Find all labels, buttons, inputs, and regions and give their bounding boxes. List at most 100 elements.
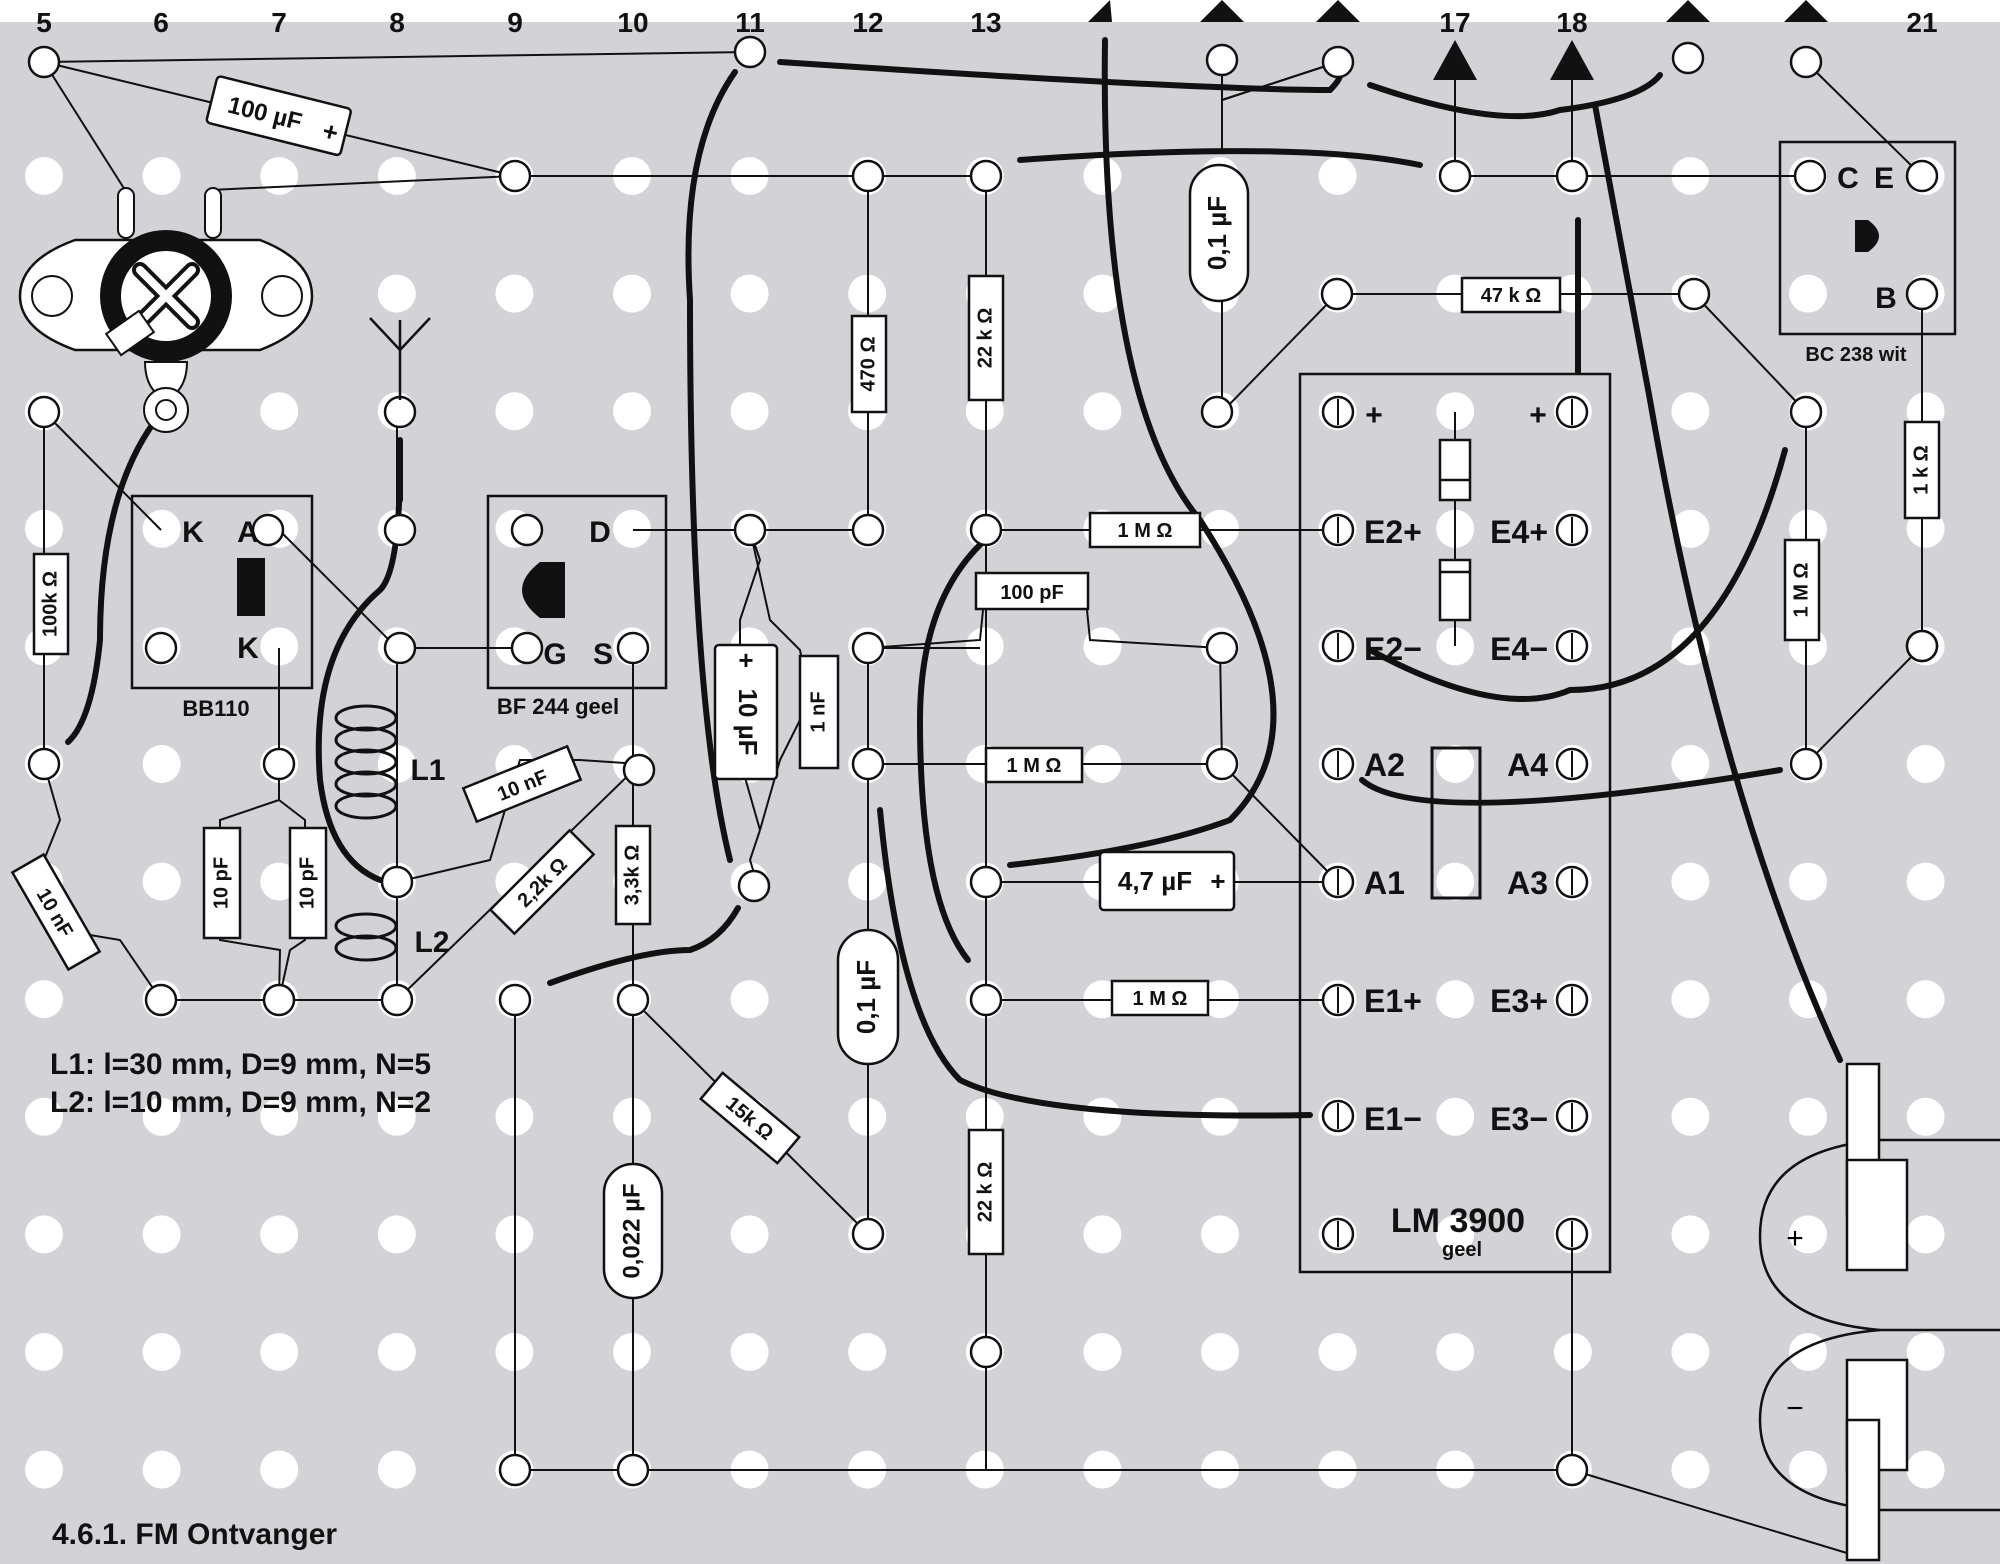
diode-name: BB110: [182, 696, 249, 721]
column-number: 12: [852, 7, 883, 38]
board-hole: [1083, 157, 1122, 195]
board-hole: [495, 274, 534, 313]
board-hole: [613, 274, 651, 313]
terminal-node: [616, 631, 650, 665]
ic-pin-label: E2−: [1364, 631, 1422, 667]
svg-text:0,022 µF: 0,022 µF: [618, 1183, 645, 1278]
coil-note: L2: l=10 mm, D=9 mm, N=2: [50, 1086, 431, 1119]
svg-text:L1: L1: [410, 754, 445, 787]
board-hole: [1906, 1450, 1945, 1489]
board-hole: [1671, 862, 1710, 901]
board-hole: [495, 392, 534, 431]
terminal-node: [851, 159, 885, 193]
svg-text:1 M Ω: 1 M Ω: [1118, 520, 1173, 542]
board-hole: [848, 1333, 887, 1371]
svg-text:1 nF: 1 nF: [807, 691, 829, 732]
ic-pin-label: E2+: [1364, 514, 1422, 550]
svg-text:10 µF: 10 µF: [733, 688, 763, 755]
board-hole: [260, 392, 299, 431]
board-hole: [1671, 1215, 1710, 1254]
board-hole: [730, 274, 769, 313]
column-number: 9: [507, 7, 523, 38]
board-hole: [1671, 1097, 1710, 1136]
svg-text:+: +: [738, 645, 753, 675]
column-numbers: 5 6 7 8 9 10 11 12 13 17 18 21: [36, 7, 1937, 38]
svg-text:1 M Ω: 1 M Ω: [1007, 755, 1062, 777]
svg-text:1 k Ω: 1 k Ω: [1910, 445, 1932, 494]
terminal-node: [383, 513, 417, 547]
resistor-1m-1: 1 M Ω: [1088, 511, 1202, 549]
terminal-node: [969, 983, 1003, 1017]
capacitor-10uf: + 10 µF: [713, 643, 779, 781]
board-hole: [1906, 745, 1945, 783]
svg-text:C: C: [1837, 162, 1859, 195]
ic-pin-label: E3+: [1490, 983, 1548, 1019]
arrow-icon: [1784, 0, 1828, 22]
coil-l2: L2: [334, 912, 450, 962]
board-hole: [142, 157, 181, 195]
terminal-node: [737, 869, 771, 903]
board-hole: [25, 1333, 63, 1371]
svg-text:3,3k Ω: 3,3k Ω: [621, 845, 643, 906]
terminal-node: [969, 159, 1003, 193]
resistor-1m-2: 1 M Ω: [984, 746, 1084, 784]
capacitor-0022uf: 0,022 µF: [602, 1162, 664, 1300]
board-hole: [1906, 980, 1945, 1019]
board-hole: [142, 862, 181, 901]
board-hole: [1083, 392, 1122, 431]
board-hole: [1789, 1215, 1827, 1254]
capacitor-10pf-1: 10 pF: [202, 826, 242, 940]
board-hole: [142, 509, 181, 548]
board-hole: [260, 1333, 299, 1371]
svg-text:22 k Ω: 22 k Ω: [974, 1162, 996, 1223]
svg-text:K: K: [237, 632, 259, 665]
arrow-icon: [1666, 0, 1710, 22]
terminal-node: [262, 983, 296, 1017]
arrow-icon: [1316, 0, 1360, 22]
board-hole: [25, 1097, 63, 1136]
svg-text:100k Ω: 100k Ω: [39, 571, 61, 637]
terminal-node: [1200, 395, 1234, 429]
arrow-icon: [1200, 0, 1244, 22]
resistor-1k: 1 k Ω: [1903, 420, 1941, 520]
terminal-node: [498, 159, 532, 193]
svg-text:D: D: [589, 516, 611, 549]
svg-text:+: +: [319, 115, 341, 148]
svg-text:0,1 µF: 0,1 µF: [1202, 196, 1232, 270]
svg-text:10 pF: 10 pF: [296, 857, 318, 909]
terminal-node: [969, 865, 1003, 899]
svg-text:K: K: [182, 516, 204, 549]
svg-text:100 pF: 100 pF: [1000, 582, 1063, 604]
svg-text:47 k Ω: 47 k Ω: [1481, 285, 1542, 307]
board-hole: [1083, 627, 1122, 666]
ic-pin-label: A2: [1364, 747, 1405, 783]
board-hole: [1201, 1333, 1239, 1371]
svg-text:1 M Ω: 1 M Ω: [1790, 563, 1812, 618]
terminal-node: [1205, 747, 1239, 781]
board-hole: [730, 392, 769, 431]
board-hole: [1436, 1097, 1475, 1136]
board-hole: [1436, 392, 1475, 431]
terminal-node: [1671, 41, 1705, 75]
board-hole: [1906, 509, 1945, 548]
board-hole: [730, 1333, 769, 1371]
svg-text:G: G: [543, 638, 566, 671]
terminal-node: [851, 747, 885, 781]
ic-pin-label: E1−: [1364, 1101, 1422, 1137]
terminal-node: [1205, 43, 1239, 77]
board-hole: [730, 1215, 769, 1254]
terminal-node: [144, 983, 178, 1017]
column-number: 5: [36, 7, 52, 38]
board-hole: [260, 1450, 299, 1489]
terminal-node: [498, 1453, 532, 1487]
board-hole: [377, 1215, 416, 1254]
terminal-node: [1205, 631, 1239, 665]
transistor-name: BC 238 wit: [1805, 344, 1906, 366]
board-hole: [1906, 1215, 1945, 1254]
resistor-470: 470 Ω: [850, 314, 888, 414]
terminal-node: [616, 983, 650, 1017]
board-hole: [260, 862, 299, 901]
board-hole: [25, 1215, 63, 1254]
terminal-node: [733, 513, 767, 547]
board-hole: [965, 1097, 1004, 1136]
